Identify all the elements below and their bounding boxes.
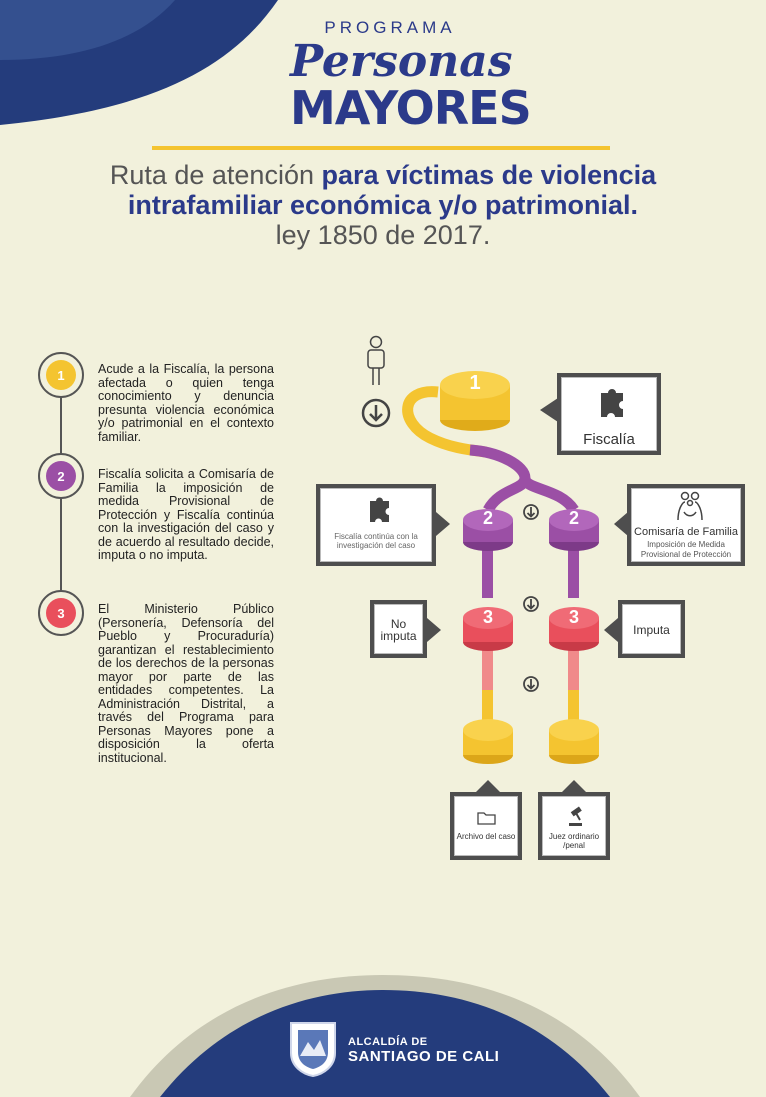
folder-icon — [477, 812, 496, 825]
arrow-down-icon — [523, 504, 539, 520]
comisaria-subtitle: Imposición de Medida Provisional de Prot… — [640, 540, 732, 559]
gavel-icon — [569, 806, 582, 826]
footer-line1: ALCALDÍA DE — [348, 1036, 428, 1048]
node-1 — [440, 371, 510, 431]
arrow-down-icon — [523, 596, 539, 612]
puzzle-icon — [601, 389, 623, 417]
fiscalia-continua-label: Fiscalía continúa con la investigación d… — [334, 532, 418, 550]
card-comisaria: Comisaría de Familia Imposición de Medid… — [627, 484, 745, 566]
node-3-left-label: 3 — [482, 607, 493, 627]
comisaria-title: Comisaría de Familia — [634, 526, 738, 538]
step-1-number: 1 — [46, 360, 76, 390]
title-bold: para víctimas de violencia — [321, 160, 657, 190]
step-3-marker: 3 — [38, 590, 84, 636]
header-divider — [152, 146, 610, 150]
puzzle-icon — [370, 497, 389, 522]
node-1-label: 1 — [469, 372, 481, 394]
node-4-left — [463, 719, 513, 764]
arrow-down-icon — [361, 398, 391, 428]
step-1-text: Acude a la Fiscalía, la persona afectada… — [98, 362, 274, 444]
pipe-v-right-pink — [568, 648, 579, 693]
node-3-right-label: 3 — [568, 607, 579, 627]
card-archivo: Archivo del caso — [450, 792, 522, 860]
title-line3: ley 1850 de 2017. — [275, 220, 491, 250]
step-3-number: 3 — [46, 598, 76, 628]
juez-label: Juez ordinario /penal — [548, 832, 600, 850]
card-fiscalia-continua: Fiscalía continúa con la investigación d… — [316, 484, 436, 566]
program-label: PROGRAMA — [324, 18, 456, 37]
top-swoosh-light — [0, 0, 175, 60]
step-2-number: 2 — [46, 461, 76, 491]
node-2-right — [549, 509, 599, 551]
fiscalia-label: Fiscalía — [583, 431, 635, 448]
family-icon — [677, 491, 703, 521]
footer-line2: SANTIAGO DE CALI — [348, 1048, 500, 1065]
no-imputa-label: No imputa — [380, 617, 417, 643]
page-title: Ruta de atención para víctimas de violen… — [40, 160, 726, 250]
person-icon — [367, 335, 385, 385]
pipe-v-right-purple — [568, 548, 579, 598]
pipe-purple-left — [469, 444, 531, 514]
pipe-yellow-1 — [402, 386, 487, 458]
pointer-imputa — [604, 618, 618, 642]
step-2-marker: 2 — [38, 453, 84, 499]
bottom-arc-navy — [160, 990, 610, 1097]
title-plain: Ruta de atención — [109, 160, 322, 190]
pointer-juez — [562, 780, 586, 792]
title-line2: intrafamiliar económica y/o patrimonial. — [127, 190, 639, 220]
card-juez: Juez ordinario /penal — [538, 792, 610, 860]
pointer-no-imputa — [427, 618, 441, 642]
step-1-marker: 1 — [38, 352, 84, 398]
arrow-down-icon — [523, 676, 539, 692]
footer-brand: ALCALDÍA DE SANTIAGO DE CALI — [348, 1036, 499, 1065]
pipe-v-right-yellow — [568, 690, 579, 724]
pipe-purple-right — [519, 476, 579, 514]
node-2-right-label: 2 — [568, 508, 579, 528]
card-imputa: Imputa — [618, 600, 685, 658]
brand-personas: Personas — [290, 36, 513, 87]
card-fiscalia: Fiscalía — [557, 373, 661, 455]
city-shield-logo — [290, 1022, 336, 1078]
node-3-right — [549, 607, 599, 651]
imputa-label: Imputa — [633, 623, 670, 637]
pointer-fiscalia — [540, 398, 558, 422]
step-3-text: El Ministerio Público (Personería, Defen… — [98, 602, 274, 765]
pointer-archivo — [476, 780, 500, 792]
node-2-left-label: 2 — [482, 508, 493, 528]
node-4-right — [549, 719, 599, 764]
pipe-v-left-yellow — [482, 690, 493, 724]
node-2-left — [463, 509, 513, 551]
card-no-imputa: No imputa — [370, 600, 427, 658]
pointer-fiscalia-continua — [436, 512, 450, 536]
pointer-comisaria — [614, 512, 628, 536]
archivo-label: Archivo del caso — [456, 832, 516, 841]
pipe-v-left-pink — [482, 648, 493, 693]
pipe-v-left-purple — [482, 548, 493, 598]
node-3-left — [463, 607, 513, 651]
step-2-text: Fiscalía solicita a Comisaría de Familia… — [98, 467, 274, 562]
